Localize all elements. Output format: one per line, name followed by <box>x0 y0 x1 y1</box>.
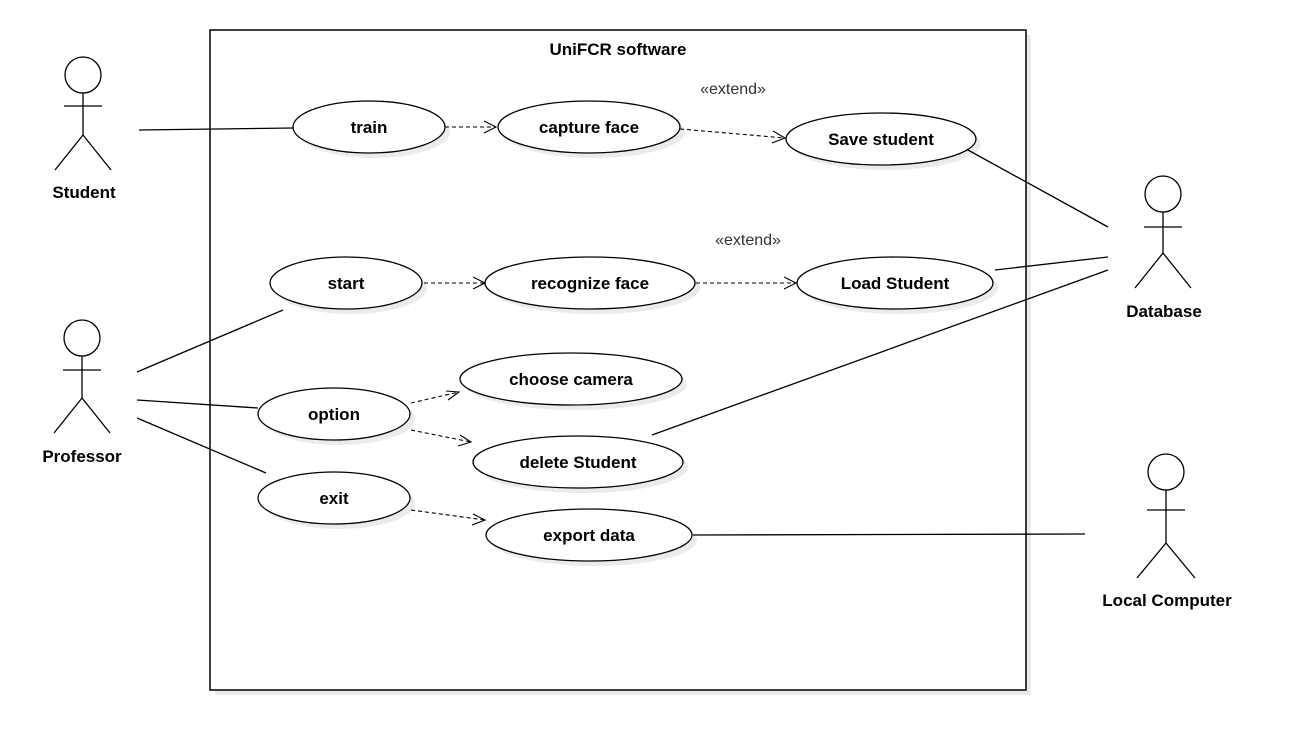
assoc-professor-start <box>136 309 284 373</box>
actor-local-computer[interactable]: Local Computer <box>1102 453 1232 610</box>
assoc-delete-database <box>651 269 1109 436</box>
dependencies <box>410 120 798 526</box>
use-case-choose-camera-label: choose camera <box>509 370 633 389</box>
dep-option-choose <box>410 390 461 404</box>
system-title: UniFCR software <box>550 40 687 59</box>
use-case-capture-face[interactable]: capture face <box>497 100 685 158</box>
use-case-train[interactable]: train <box>292 100 450 158</box>
use-case-option[interactable]: option <box>257 387 415 445</box>
use-case-option-label: option <box>308 405 360 424</box>
dep-recognize-load <box>696 276 798 290</box>
use-case-delete-student-label: delete Student <box>519 453 636 472</box>
associations <box>136 127 1109 536</box>
actor-professor[interactable]: Professor <box>42 319 122 466</box>
assoc-student-train <box>138 127 294 131</box>
use-case-start[interactable]: start <box>269 256 427 314</box>
assoc-load-database <box>994 256 1109 271</box>
use-case-start-label: start <box>328 274 365 293</box>
stereotype-extend-top: «extend» <box>700 81 766 98</box>
use-case-load-student-label: Load Student <box>841 274 950 293</box>
dep-train-capture <box>445 120 498 134</box>
use-case-choose-camera[interactable]: choose camera <box>459 352 687 410</box>
use-case-recognize-face-label: recognize face <box>531 274 649 293</box>
assoc-professor-option <box>136 399 259 409</box>
stereotype-extend-mid: «extend» <box>715 232 781 249</box>
actor-student[interactable]: Student <box>52 56 116 202</box>
dep-option-delete <box>410 429 473 447</box>
use-case-train-label: train <box>351 118 388 137</box>
actor-student-label: Student <box>52 183 116 202</box>
use-case-delete-student[interactable]: delete Student <box>472 435 688 493</box>
use-case-save-student[interactable]: Save student <box>785 112 981 170</box>
actor-database-label: Database <box>1126 302 1202 321</box>
use-case-save-student-label: Save student <box>828 130 934 149</box>
use-case-exit[interactable]: exit <box>257 471 415 529</box>
dep-capture-save <box>679 128 787 144</box>
actor-database[interactable]: Database <box>1126 175 1202 321</box>
use-case-exit-label: exit <box>319 489 349 508</box>
actor-local-computer-label: Local Computer <box>1102 591 1232 610</box>
use-case-load-student[interactable]: Load Student <box>796 256 998 314</box>
assoc-save-database <box>947 138 1109 228</box>
dep-exit-export <box>410 509 487 526</box>
use-case-export-data-label: export data <box>543 526 635 545</box>
use-case-export-data[interactable]: export data <box>485 508 697 566</box>
assoc-professor-exit <box>136 417 267 474</box>
use-case-capture-face-label: capture face <box>539 118 639 137</box>
assoc-export-localcomputer <box>692 533 1086 536</box>
use-case-recognize-face[interactable]: recognize face <box>484 256 700 314</box>
actor-professor-label: Professor <box>42 447 122 466</box>
